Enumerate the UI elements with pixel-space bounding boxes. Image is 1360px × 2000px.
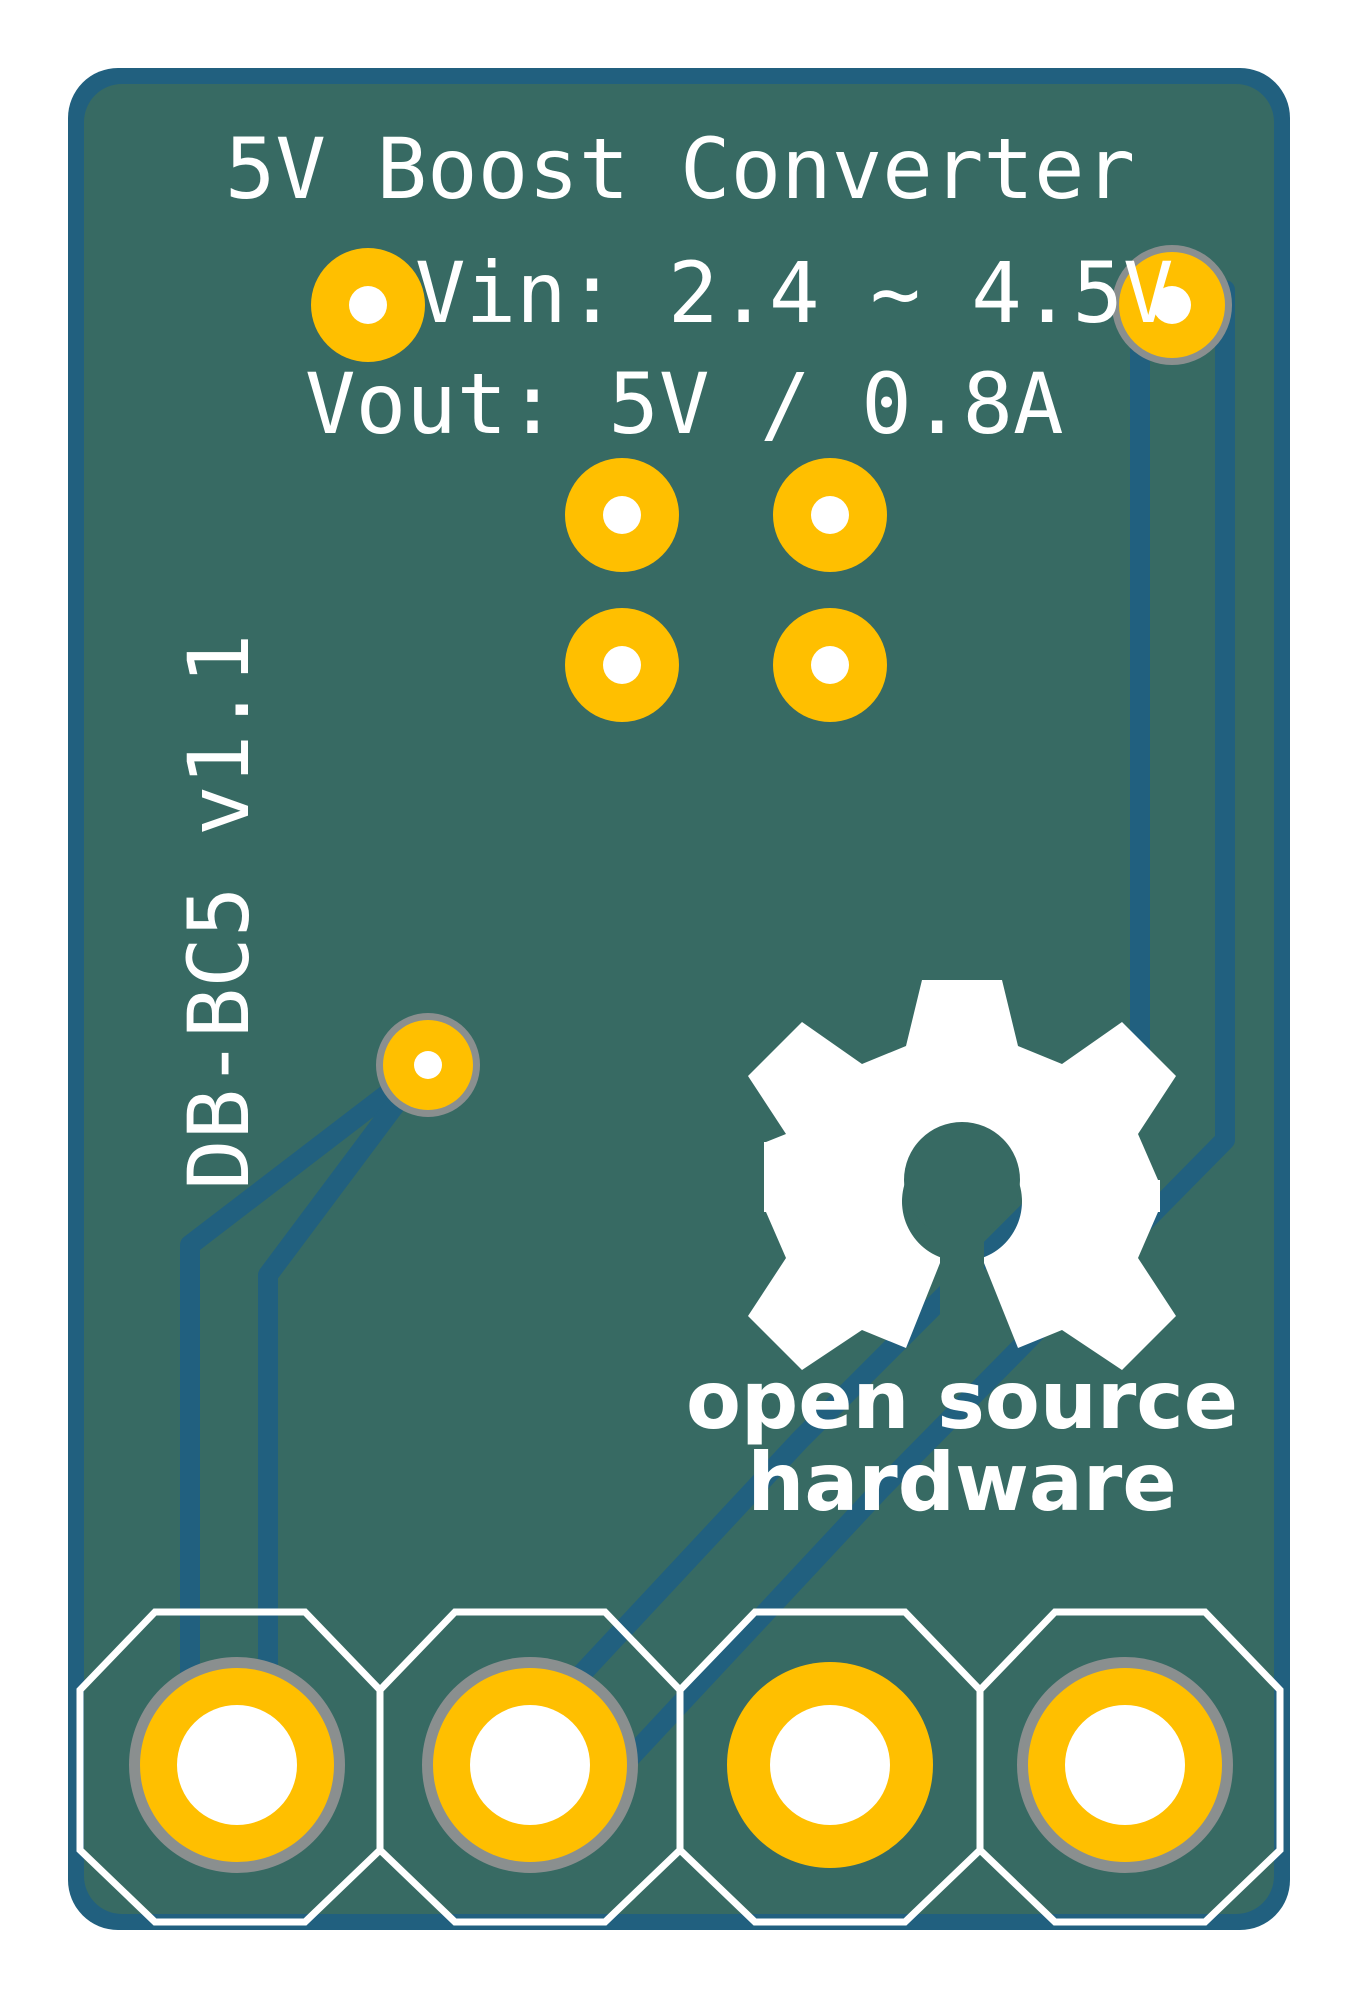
header-drill-2 (470, 1705, 590, 1825)
board-title: 5V Boost Converter (225, 120, 1135, 218)
oshw-line1: open source (686, 1354, 1238, 1447)
drill-grid-2 (811, 496, 849, 534)
header-drill-3 (770, 1705, 890, 1825)
pin-header-outline (76, 1608, 1284, 1926)
vin-spec: Vin: 2.4 ~ 4.5V (415, 244, 1174, 342)
vout-spec: Vout: 5V / 0.8A (305, 355, 1064, 453)
drill-top-right (1153, 286, 1191, 324)
header-drill-1 (177, 1705, 297, 1825)
drill-grid-3 (603, 646, 641, 684)
header-drill-4 (1065, 1705, 1185, 1825)
drill-grid-4 (811, 646, 849, 684)
through-hole-pads (311, 245, 1232, 1117)
pin-outline-2 (376, 1608, 684, 1926)
oshw-line2: hardware (747, 1436, 1176, 1529)
drill-grid-1 (603, 496, 641, 534)
trace-left-inner (258, 1055, 435, 1690)
oshw-gear-notch (940, 1210, 984, 1360)
oshw-gear-icon (748, 980, 1176, 1370)
header-pads (129, 1657, 1233, 1873)
via-drill (414, 1051, 442, 1079)
pin-outline-4 (976, 1608, 1284, 1926)
pin-outline-1 (76, 1608, 384, 1926)
model-version: DB-BC5 v1.1 (170, 634, 268, 1190)
board-substrate (84, 84, 1274, 1914)
pin-outline-3 (676, 1608, 984, 1926)
oshw-gear-hole (904, 1122, 1020, 1238)
trace-left-outer (180, 1055, 435, 1690)
drill-top-left (349, 286, 387, 324)
